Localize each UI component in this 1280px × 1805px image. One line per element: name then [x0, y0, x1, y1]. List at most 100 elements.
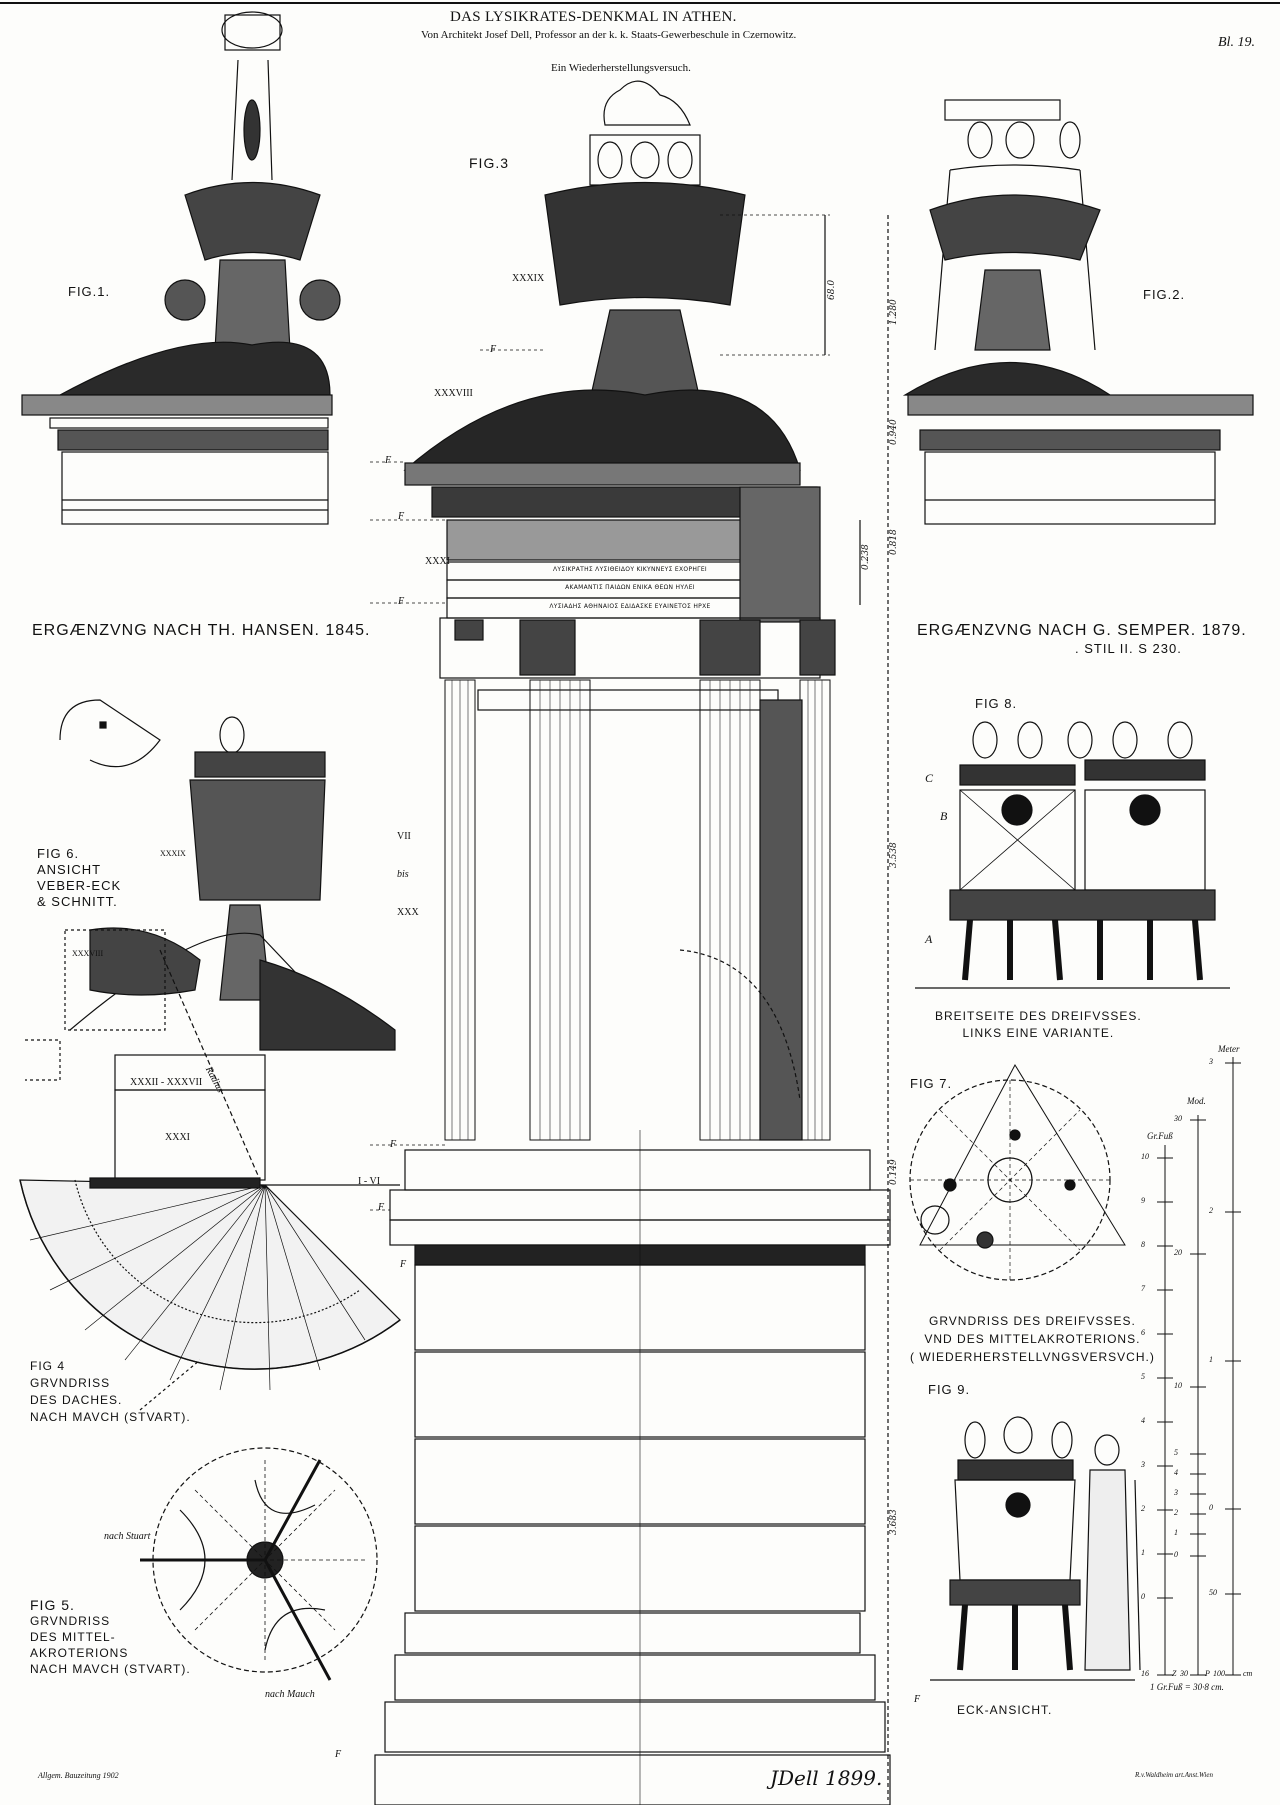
fig1-drawing: [21, 11, 341, 525]
fig4-drawing: [19, 1177, 401, 1411]
scale-tick-label: 30: [1174, 1114, 1182, 1123]
scale-tick-label: 7: [1141, 1284, 1145, 1293]
scale-tick-label: 1: [1141, 1548, 1145, 1557]
fig2-caption: ERGÆNZVNG NACH G. SEMPER. 1879.: [917, 622, 1247, 639]
scale-tick-label: 3: [1141, 1460, 1145, 1469]
nach-stuart-label: nach Stuart: [104, 1531, 151, 1542]
fig5-drawing: [140, 1447, 378, 1681]
fig2-label: FIG.2.: [1143, 287, 1186, 302]
fig3-label: FIG.3: [469, 155, 510, 171]
scale-mod-title: Mod.: [1187, 1096, 1206, 1106]
scale-tick-label: 16: [1141, 1669, 1149, 1678]
scale-tick-label: 20: [1174, 1248, 1182, 1257]
dimension-label: 0.940: [889, 419, 899, 445]
scale-tick-label: 1: [1174, 1528, 1178, 1537]
dimension-label: 68.0: [827, 279, 837, 300]
dimension-label: 3.538: [889, 842, 899, 868]
mark-xxxi: XXXI: [425, 556, 450, 567]
scale-note: 1 Gr.Fuß = 30·8 cm.: [1150, 1682, 1224, 1692]
mark-xxxviii: XXXVIII: [434, 388, 473, 399]
scale-tick-label: 1: [1209, 1355, 1213, 1364]
scale-tick-label: 100: [1213, 1669, 1225, 1678]
mark-f: F: [385, 455, 392, 466]
fig8-caption: BREITSEITE DES DREIFVSSES. LINKS EINE VA…: [935, 1009, 1142, 1040]
fig7-drawing: [909, 1063, 1126, 1281]
dimension-label: 1.280: [889, 299, 899, 325]
fig6-drawing: [25, 699, 396, 1181]
scale-tick-label: 50: [1209, 1588, 1217, 1597]
scale-tick-label: 9: [1141, 1196, 1145, 1205]
scales: [1157, 1057, 1241, 1676]
scale-tick-label: 4: [1174, 1468, 1178, 1477]
inscription-line: ΛΥΣΙΑΔΗΣ ΑΘΗΝΑΙΟΣ ΕΔΙΔΑΣΚΕ ΕΥΑΙΝΕΤΟΣ ΗΡΧ…: [549, 603, 711, 610]
dimension-label: 0.149: [889, 1159, 899, 1185]
scale-tick-label: 2: [1174, 1508, 1178, 1517]
fig8-label: FIG 8.: [975, 696, 1018, 711]
fig9-label: FIG 9.: [928, 1382, 971, 1397]
fig2-drawing: [902, 99, 1254, 525]
nach-mauch-label: nach Mauch: [265, 1689, 315, 1700]
mark-bis: bis: [397, 869, 409, 880]
fig3-drawing: [370, 80, 891, 1805]
scale-tick-label: 0: [1141, 1592, 1145, 1601]
mark-f: F: [378, 1202, 385, 1213]
mark-f: F: [398, 511, 405, 522]
scale-tick-label: 8: [1141, 1240, 1145, 1249]
inscription-line: ΛΥΣΙΚΡΑΤΗΣ ΛΥΣΙΘΕΙΔΟΥ ΚΙΚΥΝΝΕΥΣ ΕΧΟΡΗΓΕΙ: [553, 566, 707, 573]
scale-tick-label: 0: [1174, 1550, 1178, 1559]
fig5-caption: FIG 5. GRVNDRISS DES MITTEL- AKROTERIONS…: [30, 1597, 191, 1676]
fig7-label: FIG 7.: [910, 1076, 953, 1091]
mark-f: F: [914, 1694, 921, 1705]
dimension-label: 0.238: [861, 544, 871, 570]
mark-xxxix: XXXIX: [512, 273, 545, 284]
mark-xxxix-fig6: XXXIX: [160, 849, 186, 858]
dimension-label: 3.683: [889, 1509, 899, 1535]
fig9-caption: ECK-ANSICHT.: [957, 1703, 1053, 1717]
fig8-letter-b: B: [940, 809, 948, 823]
fig1-caption: ERGÆNZVNG NACH TH. HANSEN. 1845.: [32, 622, 371, 639]
scale-tick-label: 3: [1209, 1057, 1213, 1066]
mark-i-vi: I - VI: [358, 1176, 381, 1187]
scale-end-label: cm: [1243, 1669, 1253, 1678]
plate-subtitle: Von Architekt Josef Dell, Professor an d…: [421, 29, 797, 41]
mark-f: F: [390, 1139, 397, 1150]
mark-f: F: [335, 1749, 342, 1760]
fig6-caption: FIG 6. ANSICHT VEBER-ECK & SCHNITT.: [37, 846, 122, 909]
scale-grfuss-title: Gr.Fuß: [1147, 1131, 1173, 1141]
mark-f: F: [398, 596, 405, 607]
fig1-label: FIG.1.: [68, 284, 111, 299]
scale-tick-label: 0: [1209, 1503, 1213, 1512]
fig5-label: FIG 5.: [30, 1597, 75, 1613]
publisher-credit: Allgem. Bauzeitung 1902: [38, 1771, 119, 1780]
scale-end-label: P: [1205, 1669, 1210, 1678]
mark-xxxviii-fig6: XXXVIII: [72, 949, 104, 958]
fig6-label: FIG 6.: [37, 846, 80, 861]
mark-f: F: [490, 344, 497, 355]
signature: JDell 1899.: [770, 1766, 883, 1790]
mark-xxxii-xxxvii: XXXII - XXXVII: [130, 1077, 203, 1088]
plate-title: DAS LYSIKRATES-DENKMAL IN ATHEN.: [450, 9, 737, 25]
sheet-number: Bl. 19.: [1218, 35, 1255, 50]
fig7-caption: GRVNDRISS DES DREIFVSSES. VND DES MITTEL…: [910, 1314, 1155, 1364]
scale-tick-label: 2: [1209, 1206, 1213, 1215]
scale-end-label: Z: [1172, 1669, 1177, 1678]
scale-tick-label: 4: [1141, 1416, 1145, 1425]
fig8-letter-c: C: [925, 771, 934, 785]
mark-f: F: [400, 1259, 407, 1270]
scale-tick-label: 5: [1174, 1448, 1178, 1457]
dimension-label: 0.818: [889, 529, 899, 555]
plate-tagline: Ein Wiederherstellungsversuch.: [551, 62, 691, 74]
scale-tick-label: 30: [1180, 1669, 1188, 1678]
mark-xxx: XXX: [397, 907, 419, 918]
printer-credit: R.v.Waldheim art.Anst.Wien: [1135, 1771, 1213, 1779]
scale-tick-label: 6: [1141, 1328, 1145, 1337]
column-fluting: [451, 680, 823, 1140]
fig2-caption-ref: . STIL II. S 230.: [1075, 641, 1182, 656]
fig9-drawing: [930, 1416, 1141, 1681]
fig8-letter-a: A: [925, 932, 933, 946]
fig8-drawing: [915, 721, 1230, 989]
scale-tick-label: 5: [1141, 1372, 1145, 1381]
fig4-label: FIG 4: [30, 1359, 66, 1373]
scale-tick-label: 3: [1174, 1488, 1178, 1497]
